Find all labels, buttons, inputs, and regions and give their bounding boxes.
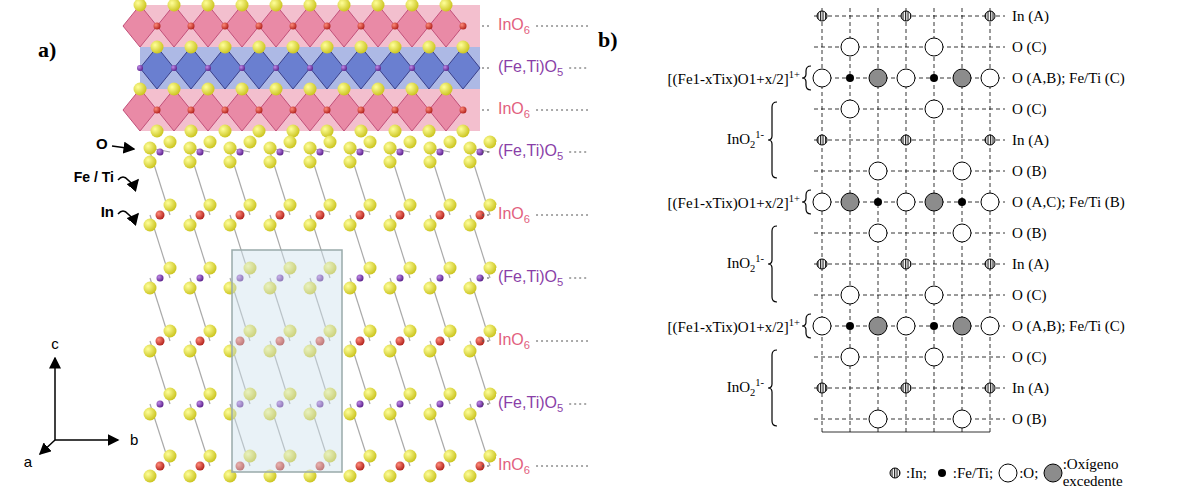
legend-item: :Fe/Ti; — [931, 462, 993, 484]
layer-formula: [(Fe1-xTix)O1+x/2]1+ — [668, 193, 800, 212]
layer-label: (Fe,Ti)O5 — [496, 268, 565, 289]
layer-label: (Fe,Ti)O5 — [496, 394, 565, 415]
row-label: O (A,B); Fe/Ti (C) — [1010, 318, 1127, 335]
row-label: O (C) — [1010, 101, 1049, 118]
legend-text: :In; — [906, 465, 927, 482]
row-label: In (A) — [1010, 380, 1051, 397]
legend-text: :O; — [1019, 465, 1038, 482]
row-label: In (A) — [1010, 8, 1051, 25]
axis-label: a — [24, 454, 32, 471]
panel-letter: b) — [598, 28, 618, 52]
row-label: O (A,C); Fe/Ti (B) — [1010, 194, 1127, 211]
legend-item: :In; — [884, 462, 927, 484]
row-label: In (A) — [1010, 256, 1051, 273]
layer-label: InO6 — [496, 331, 532, 352]
layer-formula: InO21- — [727, 377, 764, 399]
legend-item: :O; — [997, 462, 1038, 484]
layer-formula: [(Fe1-xTix)O1+x/2]1+ — [668, 69, 800, 88]
legend-symbol — [931, 462, 953, 484]
layer-label: (Fe,Ti)O5 — [496, 142, 565, 163]
row-label: In (A) — [1010, 132, 1051, 149]
atom-callout: O — [96, 136, 108, 153]
layer-label: (Fe,Ti)O5 — [496, 58, 565, 79]
atom-callout: In — [101, 204, 114, 221]
row-label: O (C) — [1010, 39, 1049, 56]
legend-text: :Oxígeno excedente — [1063, 456, 1173, 490]
atom-callout: Fe / Ti — [74, 170, 114, 185]
row-label: O (C) — [1010, 287, 1049, 304]
layer-label: InO6 — [496, 205, 532, 226]
axis-label: c — [51, 336, 59, 353]
layer-formula: InO21- — [727, 253, 764, 275]
legend-symbol — [884, 462, 906, 484]
row-label: O (B) — [1010, 225, 1049, 242]
layer-formula: InO21- — [727, 129, 764, 151]
layer-label: InO6 — [496, 456, 532, 477]
layer-formula: [(Fe1-xTix)O1+x/2]1+ — [668, 317, 800, 336]
layer-label: InO6 — [496, 100, 532, 121]
layer-label: InO6 — [496, 16, 532, 37]
legend-symbol — [997, 462, 1019, 484]
legend-symbol — [1042, 462, 1062, 484]
row-label: O (C) — [1010, 349, 1049, 366]
panel-letter: a) — [38, 38, 56, 62]
row-label: O (B) — [1010, 411, 1049, 428]
legend-text: :Fe/Ti; — [953, 465, 993, 482]
row-label: O (B) — [1010, 163, 1049, 180]
axis-label: b — [130, 432, 138, 449]
row-label: O (A,B); Fe/Ti (C) — [1010, 70, 1127, 87]
legend: :In; :Fe/Ti; :O; :Oxígeno excedente — [884, 456, 1177, 490]
legend-item: :Oxígeno excedente — [1042, 456, 1173, 490]
